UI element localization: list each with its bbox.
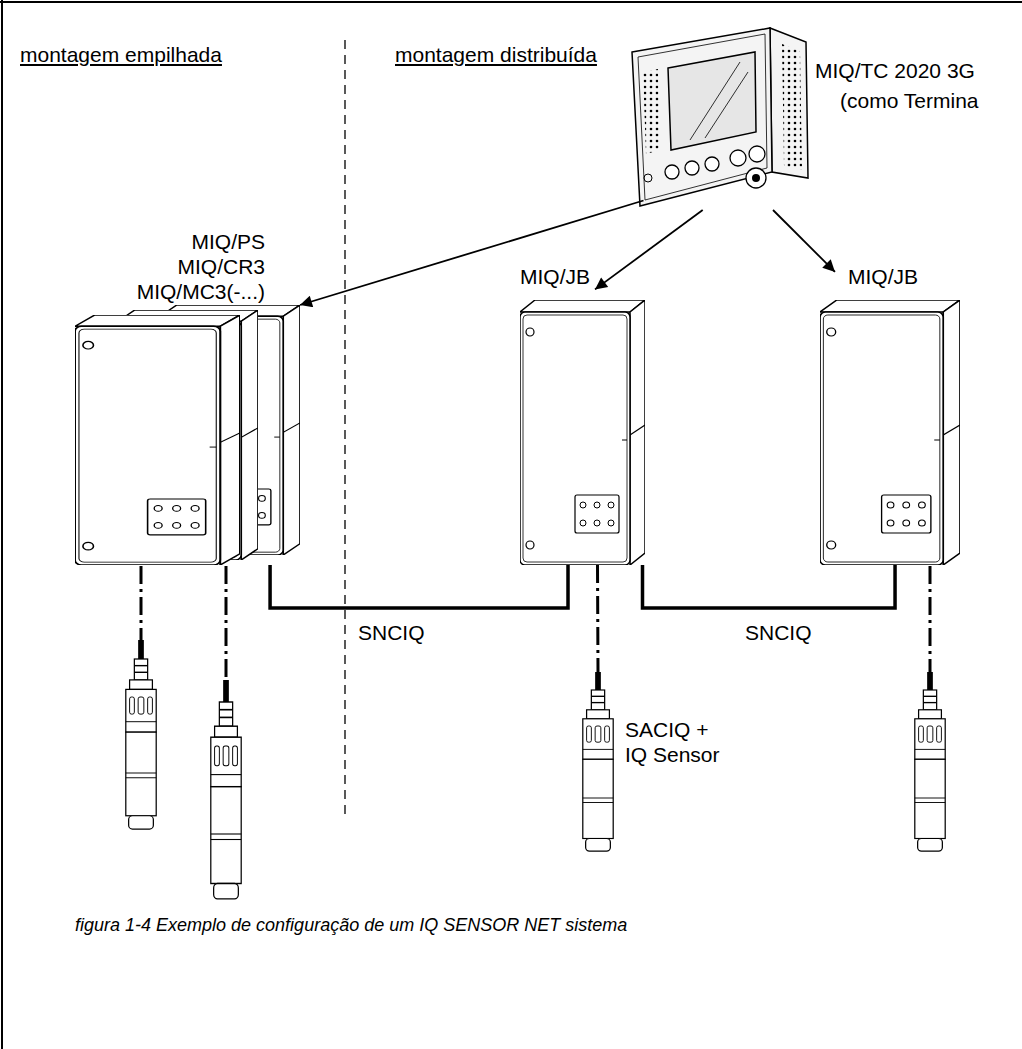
node-label: MIQ/JB [848, 264, 918, 289]
arrow-connector [773, 210, 835, 272]
stacked-modules: MIQ/PSMIQ/CR3MIQ/MC3(-...) [75, 305, 300, 565]
node-label: MIQ/MC3(-...) [137, 279, 265, 304]
junction-box: MIQ/JB [820, 300, 960, 565]
arrow-connector [595, 210, 703, 289]
node-label: (como Termina [840, 88, 979, 113]
figure-caption: figura 1-4 Exemplo de configuração de um… [75, 913, 627, 938]
arrow-connector [300, 201, 644, 306]
sensor-shape [579, 672, 617, 852]
sensor-cable [596, 565, 600, 672]
junction-box: MIQ/JB [520, 300, 645, 565]
node-label: MIQ/TC 2020 3G [815, 58, 975, 83]
section-heading: montagem empilhada [20, 42, 222, 67]
network-cable [270, 565, 568, 608]
node-label: MIQ/PS [191, 229, 265, 254]
network-cable [643, 565, 896, 608]
section-heading: montagem distribuída [395, 42, 597, 67]
terminal-device: MIQ/TC 2020 3G(como Termina [625, 20, 810, 210]
iq-sensor: SACIQ + IQ Sensor [579, 672, 617, 852]
node-label: MIQ/CR3 [177, 254, 265, 279]
cable-label: SNCIQ [745, 620, 812, 645]
cable-label: SNCIQ [358, 620, 425, 645]
node-label: MIQ/JB [520, 264, 590, 289]
node-label: SACIQ + IQ Sensor [625, 717, 725, 767]
